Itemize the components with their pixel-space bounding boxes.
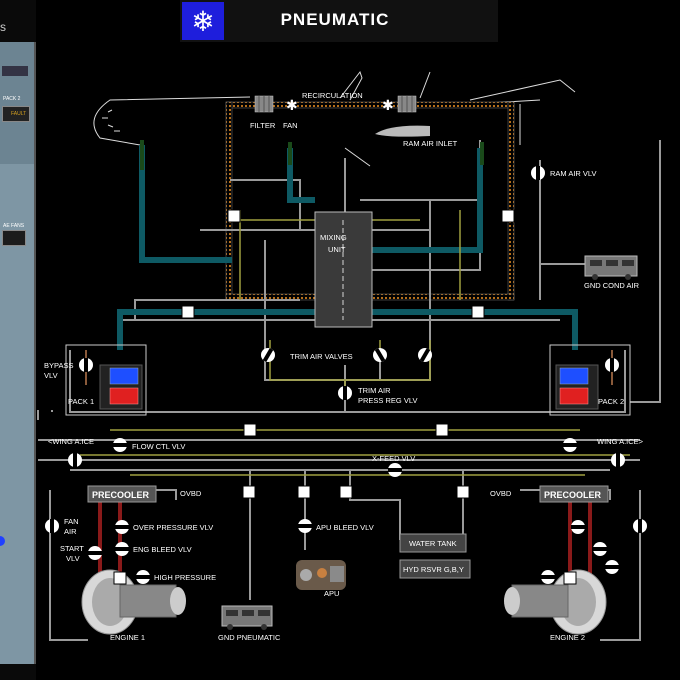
eng-bleed-vlv-label: ENG BLEED VLV (133, 545, 192, 554)
mixing-label: MIXING (320, 233, 347, 242)
engine1-label: ENGINE 1 (110, 633, 145, 642)
recirc-filter-left (254, 95, 274, 113)
overhead-panel-upper (0, 42, 36, 164)
recirculation-label: RECIRCULATION (302, 91, 363, 100)
ram-air-valve[interactable] (531, 166, 545, 180)
snowflake-icon[interactable]: ❄ (182, 2, 224, 40)
high-pressure-valve-1[interactable] (136, 570, 150, 584)
press-reg-vlv-label: PRESS REG VLV (358, 396, 417, 405)
start-valve-1[interactable] (88, 546, 102, 560)
aircraft-outline (93, 70, 576, 167)
apu-icon (296, 560, 346, 590)
green-ducts (140, 140, 484, 170)
over-pressure-valve-1[interactable] (115, 520, 129, 534)
panel-indicator (2, 66, 28, 76)
pack1-label: PACK 1 (68, 397, 94, 406)
trim-air-valves-label: TRIM AIR VALVES (290, 352, 353, 361)
wing-aice-left-label: <WING A.ICE (48, 437, 94, 446)
start-valve-2[interactable] (605, 560, 619, 574)
eng-bleed-valve-1[interactable] (115, 542, 129, 556)
xfeed-vlv-label: X-FEED VLV (372, 454, 415, 463)
start-vlv-label: VLV (66, 554, 80, 563)
wing-aice-valve-right[interactable] (611, 453, 625, 467)
trim-air-ducts (80, 210, 630, 476)
filter-label: FILTER (250, 121, 276, 130)
pack2-fault-button[interactable]: FAULT (2, 106, 30, 122)
pack2-label: PACK 2 (598, 397, 624, 406)
hyd-reservoir (399, 559, 471, 579)
gnd-pneumatic-label: GND PNEUMATIC (218, 633, 281, 642)
wing-aice-valve-left[interactable] (68, 453, 82, 467)
trim-air-valve-3[interactable] (418, 347, 432, 363)
high-pressure-valve-2[interactable] (541, 570, 555, 584)
page-header (180, 0, 498, 42)
recirc-filter-right (397, 95, 417, 113)
pack2-label: PACK 2 (3, 96, 21, 102)
trim-air-valve-1[interactable] (261, 347, 275, 363)
start-label: START (60, 544, 84, 553)
fan-icon: ✱ (382, 98, 394, 114)
unit-label: UNIT (328, 245, 346, 254)
bypass-vlv-label: VLV (44, 371, 58, 380)
fan-air-label-1: FAN (64, 517, 79, 526)
fault-light: FAULT (11, 111, 27, 117)
over-pressure-valve-2[interactable] (571, 520, 585, 534)
left-control-panel: PACK 2 FAULT AE FANS (0, 0, 36, 680)
eng-bleed-valve-2[interactable] (593, 542, 607, 556)
xfeed-valve[interactable] (388, 463, 402, 477)
ovbd-left-label: OVBD (180, 489, 202, 498)
bypass-valve-right[interactable] (605, 358, 619, 372)
trim-air-label: TRIM AIR (358, 386, 391, 395)
mixing-unit (314, 211, 373, 328)
fan-air-valve-right[interactable] (633, 519, 647, 533)
pack-2 (549, 344, 631, 416)
ram-air-inlet (375, 125, 430, 137)
precooler-right (539, 485, 609, 503)
ram-air-inlet-label: RAM AIR INLET (403, 139, 458, 148)
gray-ducts (37, 140, 661, 641)
flow-ctl-valve-left[interactable] (113, 438, 127, 452)
apu-label: APU (324, 589, 339, 598)
precooler-right-label: PRECOOLER (544, 490, 602, 500)
gnd-pneumatic-truck-icon (221, 605, 273, 630)
apu-bleed-valve[interactable] (298, 519, 312, 533)
hyd-rsvr-label: HYD RSVR G,B,Y (403, 565, 464, 574)
high-pressure-label: HIGH PRESSURE (154, 573, 216, 582)
trim-air-valve-2[interactable] (373, 347, 387, 363)
page-title: PNEUMATIC (280, 10, 390, 29)
diagram-labels: RECIRCULATION FILTER FAN RAM AIR INLET R… (44, 91, 644, 642)
flow-ctl-vlv-label: FLOW CTL VLV (132, 442, 185, 451)
water-tank-label: WATER TANK (409, 539, 457, 548)
bypass-valve-left[interactable] (79, 358, 93, 372)
ae-fans-label: AE FANS (3, 223, 25, 229)
ovbd-right-label: OVBD (490, 489, 512, 498)
overhead-panel-lower (0, 164, 36, 664)
teal-ducts (117, 145, 578, 350)
precooler-left (87, 485, 157, 503)
check-valves (113, 209, 577, 585)
trim-air-press-reg-valve[interactable] (338, 386, 352, 400)
water-tank (399, 533, 467, 553)
ram-air-vlv-label: RAM AIR VLV (550, 169, 597, 178)
apu-bleed-vlv-label: APU BLEED VLV (316, 523, 374, 532)
engine2-label: ENGINE 2 (550, 633, 585, 642)
bypass-label: BYPASS (44, 361, 73, 370)
fan-icon: ✱ (286, 98, 298, 114)
header-corner-text: s (0, 20, 6, 34)
over-pressure-vlv-label: OVER PRESSURE VLV (133, 523, 213, 532)
fan-label: FAN (283, 121, 298, 130)
engine-1-icon (81, 569, 186, 635)
fan-air-valve-left[interactable] (45, 519, 59, 533)
precooler-left-label: PRECOOLER (92, 490, 150, 500)
engine-2-icon (504, 569, 607, 635)
pack-1 (65, 344, 147, 416)
scroll-indicator[interactable] (0, 536, 5, 546)
ae-fans-button[interactable] (2, 230, 26, 246)
wing-aice-right-label: WING A.ICE> (597, 437, 644, 446)
gnd-cond-air-label: GND COND AIR (584, 281, 640, 290)
flow-ctl-valve-right[interactable] (563, 438, 577, 452)
gnd-cond-air-truck-icon (584, 255, 638, 280)
fan-air-label-2: AIR (64, 527, 77, 536)
